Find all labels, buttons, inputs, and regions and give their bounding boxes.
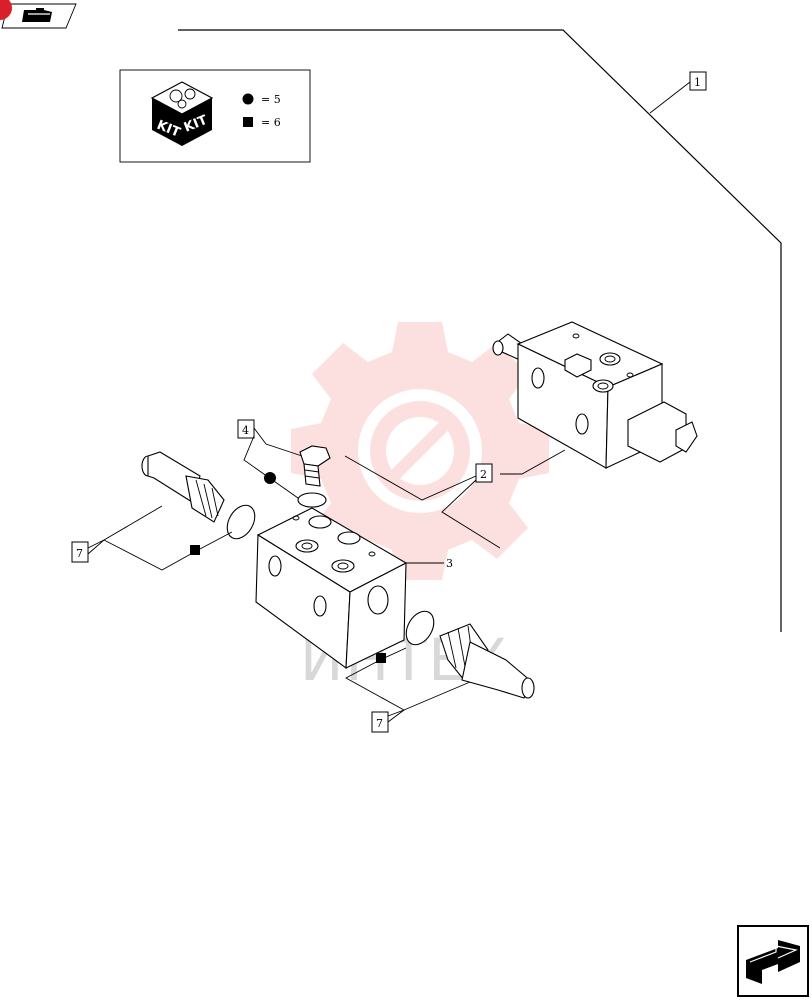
o-ring-right (405, 610, 435, 646)
callout-label: 4 (242, 424, 249, 437)
callout-1-leader (649, 81, 691, 114)
callout-7-left-leader-b (87, 531, 233, 571)
next-page-arrow-icon[interactable] (737, 925, 809, 997)
callout-label: 7 (376, 717, 383, 730)
callout-label: 7 (76, 547, 83, 560)
cartridge-left (141, 451, 225, 523)
callout-3: 3 (446, 557, 453, 570)
callout-7-left-leader-a (87, 505, 163, 549)
callout-4-leader-b (243, 435, 299, 499)
callout-7-left: 7 (71, 541, 89, 563)
o-ring-left (226, 504, 256, 540)
kit-legend: KIT KIT = 5 = 6 (119, 69, 311, 163)
callout-2-leader-a (500, 449, 566, 475)
callout-2-leader-c (441, 479, 501, 549)
kit-box-icon: KIT KIT (150, 81, 214, 146)
square-symbol-icon (243, 117, 253, 127)
watermark-gear (291, 322, 549, 580)
cartridge-right (439, 623, 535, 699)
callout-2-leader-b (344, 455, 477, 501)
circle-symbol-icon (242, 93, 254, 105)
valve-block-upper (492, 321, 698, 469)
circle-marker-icon (264, 472, 276, 484)
callout-label: 1 (694, 76, 701, 89)
callout-1: 1 (689, 71, 707, 91)
folder-nav-icon[interactable] (1, 3, 77, 29)
circle-symbol-text: = 5 (261, 93, 281, 106)
callout-2: 2 (475, 463, 493, 483)
callout-label: 2 (480, 468, 487, 481)
o-ring-top (297, 492, 327, 508)
callout-7-right-leader-b (345, 647, 407, 723)
callout-4-leader-a (253, 427, 303, 457)
square-marker-left-icon (190, 545, 200, 555)
square-marker-right-icon (376, 653, 386, 663)
square-symbol-text: = 6 (261, 116, 281, 129)
callout-4: 4 (237, 419, 255, 439)
badge-icon (0, 0, 12, 20)
callout-7-right: 7 (371, 711, 389, 733)
valve-block-lower (255, 507, 408, 670)
plug-part (299, 445, 331, 487)
frame-leader-line (178, 29, 782, 632)
